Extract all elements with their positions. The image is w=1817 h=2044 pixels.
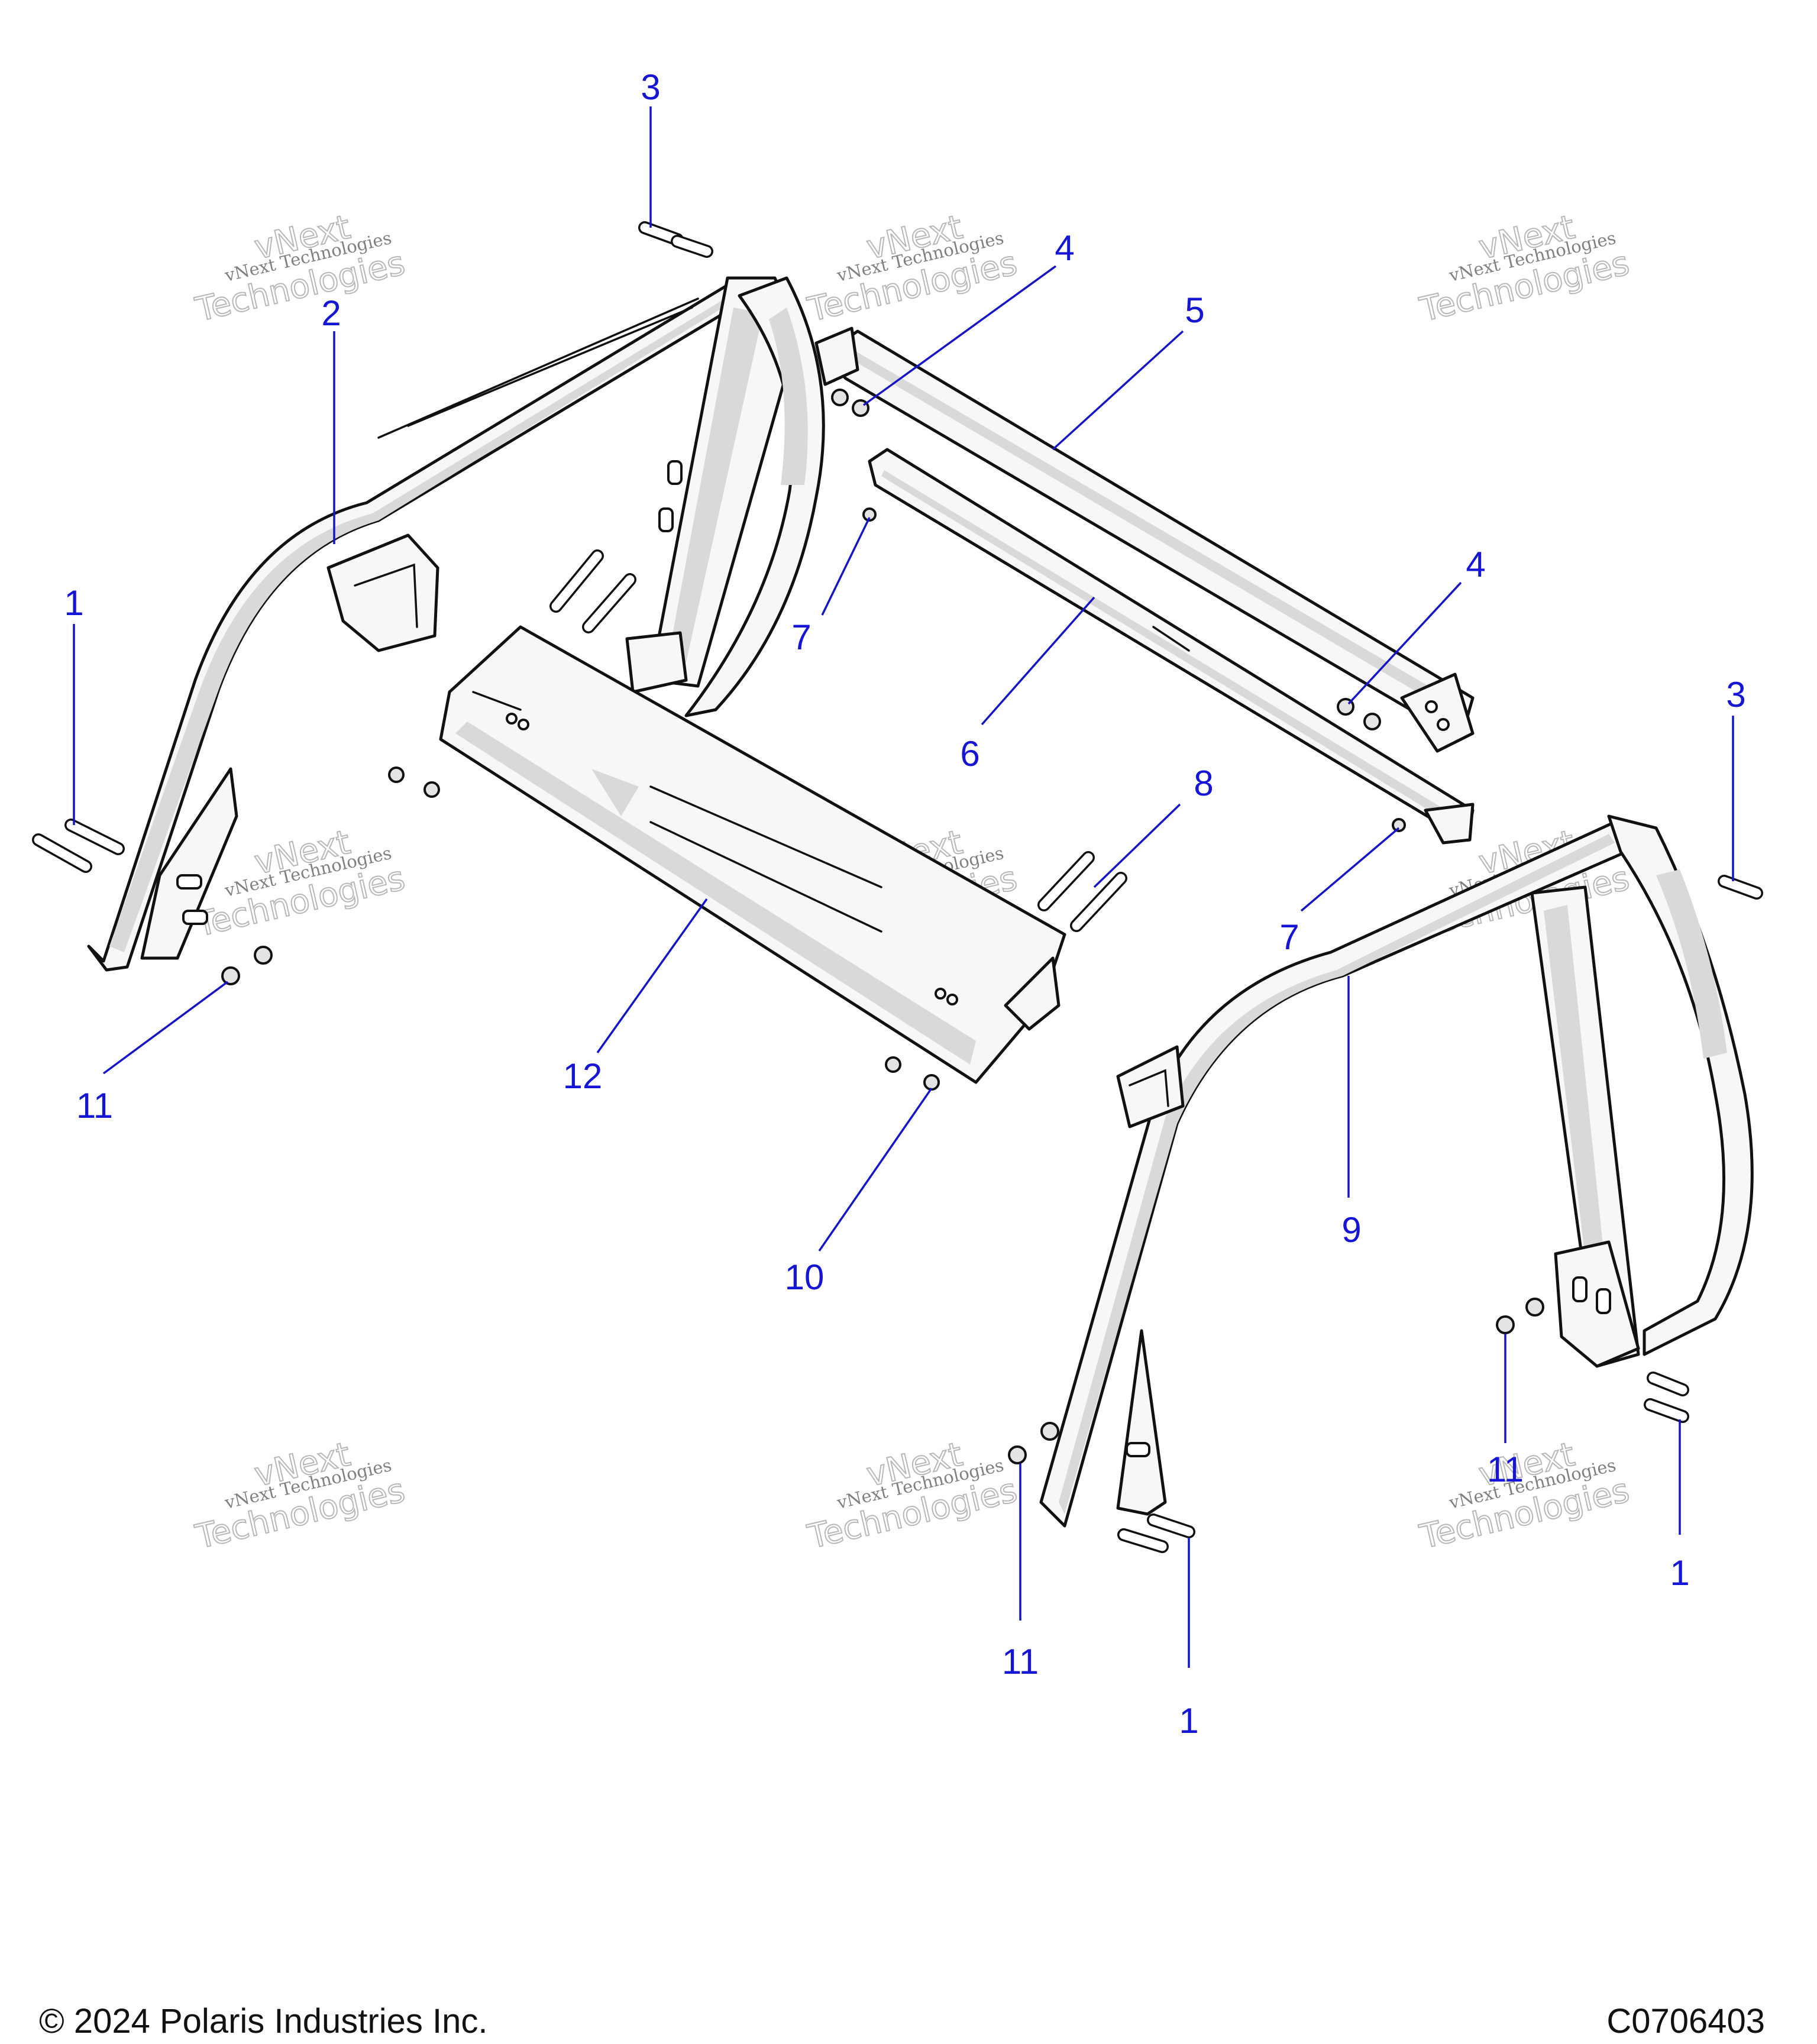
diagram-code: C0706403 [1606, 2002, 1765, 2040]
callout-12: 12 [563, 1056, 603, 1096]
callout-5: 5 [1185, 290, 1204, 330]
callout-7: 7 [791, 617, 811, 657]
callout-4: 4 [1466, 545, 1485, 584]
callout-11: 11 [1487, 1450, 1524, 1489]
callout-labels: 1 2 3 4 5 4 7 6 3 8 7 11 12 10 9 11 1 11… [64, 67, 1745, 1741]
bolt [549, 549, 636, 633]
right-cage-side [1039, 814, 1754, 1528]
watermark: vNext vNext Technologies Technologies [1415, 1435, 1633, 1557]
watermark: vNext vNext Technologies Technologies [191, 1435, 409, 1557]
watermark: vNext vNext Technologies Technologies [803, 208, 1021, 330]
bolt [32, 819, 125, 873]
bolt [1644, 1372, 1689, 1423]
leader-lines [73, 106, 1734, 1668]
watermark: vNext vNext Technologies Technologies [1415, 208, 1633, 330]
callout-2: 2 [321, 293, 341, 333]
callout-1: 1 [1179, 1701, 1198, 1741]
callout-10: 10 [785, 1257, 825, 1297]
callout-3: 3 [1726, 675, 1745, 714]
callout-9: 9 [1341, 1210, 1361, 1250]
copyright-notice: © 2024 Polaris Industries Inc. [39, 2002, 488, 2040]
left-cage-side [87, 276, 825, 972]
callout-8: 8 [1194, 764, 1213, 803]
callout-6: 6 [960, 734, 979, 774]
bolt [1117, 1513, 1195, 1553]
callout-3: 3 [641, 67, 660, 107]
callout-1: 1 [64, 583, 83, 623]
bolt [638, 221, 713, 258]
fasteners [32, 221, 1763, 1553]
callout-11: 11 [76, 1086, 113, 1126]
callout-1: 1 [1670, 1553, 1689, 1593]
upper-cross-tube [814, 326, 1475, 753]
watermark: vNext vNext Technologies Technologies [191, 208, 409, 330]
callout-7: 7 [1279, 917, 1299, 957]
watermark: vNext vNext Technologies Technologies [803, 1435, 1021, 1557]
callout-4: 4 [1055, 228, 1074, 268]
lower-cross-bracket [868, 448, 1475, 845]
rear-panel [439, 625, 1066, 1084]
bolt [1037, 851, 1127, 932]
bolt [1718, 875, 1763, 900]
callout-11: 11 [1002, 1642, 1039, 1681]
